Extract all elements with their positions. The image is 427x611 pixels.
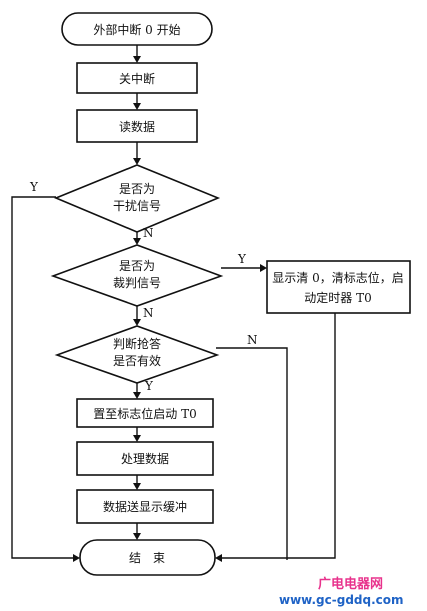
interference-decision-line1: 是否为 <box>119 182 155 196</box>
end-node: 结 束 <box>79 539 216 576</box>
disable-interrupt-box: 关中断 <box>76 62 198 94</box>
interference-decision-line2: 干扰信号 <box>113 199 161 213</box>
judge-no-label: N <box>143 306 154 320</box>
set-flag-box: 置至标志位启动 T0 <box>76 398 214 428</box>
disable-interrupt-label: 关中断 <box>119 71 155 86</box>
watermark-url: www.gc-gddq.com <box>279 593 404 607</box>
judge-signal-decision: 是否为 裁判信号 <box>50 244 224 307</box>
branch-labels: Y N Y N N Y <box>29 180 258 393</box>
interference-yes-label: Y <box>29 180 39 194</box>
read-data-box: 读数据 <box>76 109 198 143</box>
judge-decision-line2: 裁判信号 <box>113 276 161 290</box>
start-node: 外部中断 0 开始 <box>61 12 213 46</box>
start-label: 外部中断 0 开始 <box>93 22 180 37</box>
valid-yes-label: Y <box>144 379 154 393</box>
interference-no-label: N <box>143 226 154 240</box>
watermark-site-name: 广电电器网 <box>318 576 383 592</box>
answer-valid-decision: 判断抢答 是否有效 <box>54 325 220 384</box>
end-label: 结 束 <box>129 551 165 565</box>
clear-display-box: 显示清 0，清标志位，启 动定时器 T0 <box>266 260 411 314</box>
process-data-box: 处理数据 <box>76 441 214 476</box>
clear-display-line1: 显示清 0，清标志位，启 <box>272 270 403 285</box>
connectors <box>11 45 336 562</box>
clear-display-line2: 动定时器 T0 <box>304 290 371 305</box>
valid-no-label: N <box>247 333 258 347</box>
process-data-label: 处理数据 <box>121 451 169 466</box>
set-flag-label: 置至标志位启动 T0 <box>93 406 196 421</box>
judge-yes-label: Y <box>237 252 247 266</box>
interference-decision: 是否为 干扰信号 <box>53 164 221 233</box>
valid-decision-line1: 判断抢答 <box>113 336 161 351</box>
watermark: 广电电器网 www.gc-gddq.com <box>279 576 404 607</box>
read-data-label: 读数据 <box>119 119 155 134</box>
send-display-label: 数据送显示缓冲 <box>103 499 187 514</box>
valid-decision-line2: 是否有效 <box>113 353 161 368</box>
judge-decision-line1: 是否为 <box>119 259 155 273</box>
send-display-box: 数据送显示缓冲 <box>76 489 214 524</box>
